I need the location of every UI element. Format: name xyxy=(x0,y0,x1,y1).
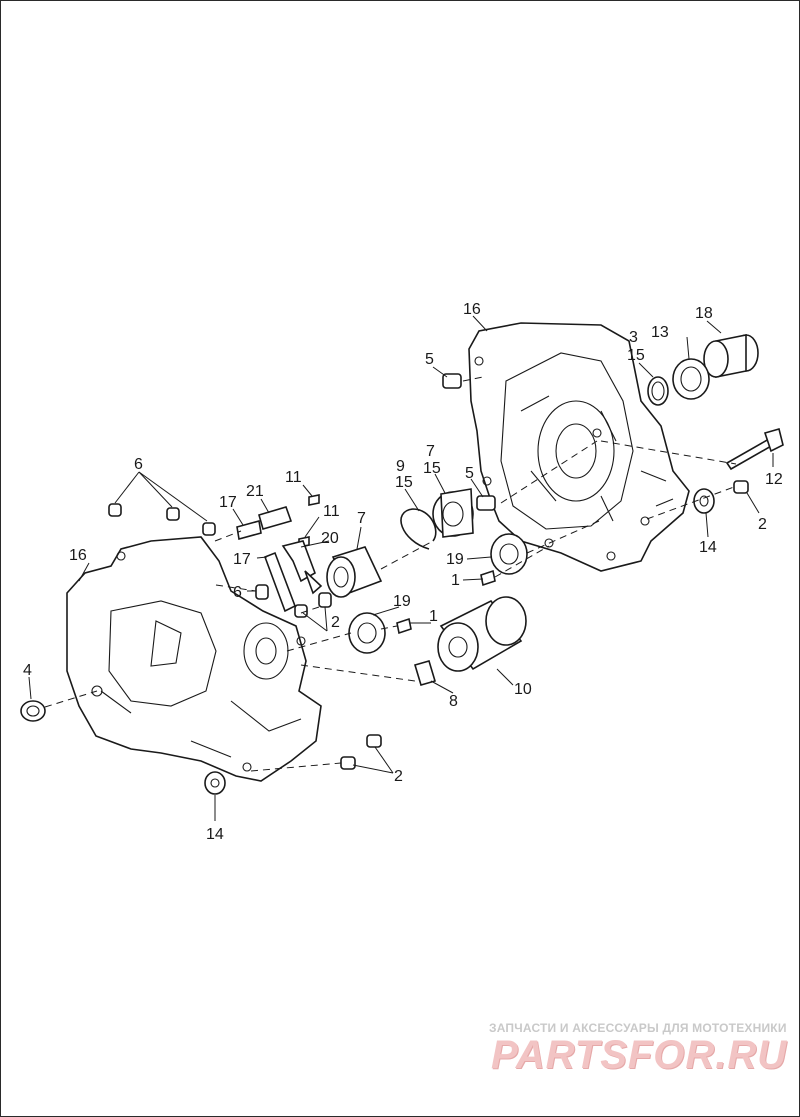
part-17-link-bottom xyxy=(263,551,297,613)
callout-8: 8 xyxy=(449,693,458,710)
callout-17-bottom: 17 xyxy=(233,551,251,568)
right-crankcase-half xyxy=(468,322,690,572)
watermark-tagline: ЗАПЧАСТИ И АКСЕССУАРЫ ДЛЯ МОТОТЕХНИКИ xyxy=(489,1021,787,1035)
callout-15-bearing: 15 xyxy=(423,460,441,477)
callout-14-left: 14 xyxy=(206,826,224,843)
callout-2-bottom: 2 xyxy=(394,768,403,785)
callout-14-right: 14 xyxy=(699,539,717,556)
alignment-lines xyxy=(44,376,737,772)
part-10-oil-filter xyxy=(437,596,527,672)
part-7-bearing-left xyxy=(326,546,383,598)
part-6-dowels-top xyxy=(108,503,216,536)
part-20-pump-lever xyxy=(281,540,323,595)
callout-3: 3 xyxy=(629,329,638,346)
callout-2-middle: 2 xyxy=(331,614,340,631)
part-9-snap-ring xyxy=(400,508,437,550)
part-4-bearing xyxy=(20,700,46,722)
callout-5-middle: 5 xyxy=(465,465,474,482)
callout-20: 20 xyxy=(321,530,339,547)
callout-21: 21 xyxy=(246,483,264,500)
part-7-15-bearing-right xyxy=(432,488,474,538)
callout-19-left: 19 xyxy=(393,593,411,610)
callout-11-middle: 11 xyxy=(323,503,340,520)
leader-lines xyxy=(28,315,774,821)
part-15-retaining-ring-right xyxy=(647,376,669,406)
callout-17-top: 17 xyxy=(219,494,237,511)
callout-6-group: 6 xyxy=(134,456,143,473)
callout-6-single: 6 xyxy=(233,584,242,601)
part-11-screw-top xyxy=(308,494,320,506)
callout-4: 4 xyxy=(23,662,32,679)
callout-16-left: 16 xyxy=(69,547,87,564)
part-12-bolt xyxy=(725,428,784,471)
part-18-bearing-sleeve xyxy=(703,334,759,378)
callout-9: 9 xyxy=(396,458,405,475)
part-2-dowel-right xyxy=(733,480,749,494)
callout-5-top: 5 xyxy=(425,351,434,368)
callout-16-right: 16 xyxy=(463,301,481,318)
part-1-screw-right xyxy=(480,569,496,587)
callout-11-top: 11 xyxy=(285,469,302,486)
callout-15-right: 15 xyxy=(627,347,645,364)
callout-7-left: 7 xyxy=(357,510,366,527)
left-crankcase-half xyxy=(66,536,322,782)
callout-1-right: 1 xyxy=(451,572,460,589)
callout-labels: 16 18 3 13 15 5 7 9 15 15 5 12 2 14 19 1… xyxy=(23,301,783,843)
part-1-screw-left xyxy=(396,617,412,635)
part-21-link xyxy=(258,506,293,530)
part-19-bearing-left xyxy=(348,612,386,654)
part-8-adapter xyxy=(414,660,436,686)
callout-1-left: 1 xyxy=(429,608,438,625)
part-17-link-top xyxy=(236,519,262,541)
callout-13: 13 xyxy=(651,324,669,341)
callout-18: 18 xyxy=(695,305,713,322)
callout-12: 12 xyxy=(765,471,783,488)
callout-2-right: 2 xyxy=(758,516,767,533)
part-13-bearing xyxy=(672,358,710,400)
callout-10: 10 xyxy=(514,681,532,698)
part-14-washer-left xyxy=(204,771,226,795)
callout-15-ring: 15 xyxy=(395,474,413,491)
part-2-dowels-bottom xyxy=(340,734,382,770)
part-19-bearing-right xyxy=(490,533,528,575)
watermark-logo: PARTSFOR.RU xyxy=(491,1033,788,1077)
part-14-washer-right xyxy=(693,488,715,514)
part-6-dowel-single xyxy=(255,584,269,600)
part-5-dowel-top xyxy=(442,373,462,389)
part-5-dowel-middle xyxy=(476,495,496,511)
callout-19-right: 19 xyxy=(446,551,464,568)
callout-7-right: 7 xyxy=(426,443,435,460)
